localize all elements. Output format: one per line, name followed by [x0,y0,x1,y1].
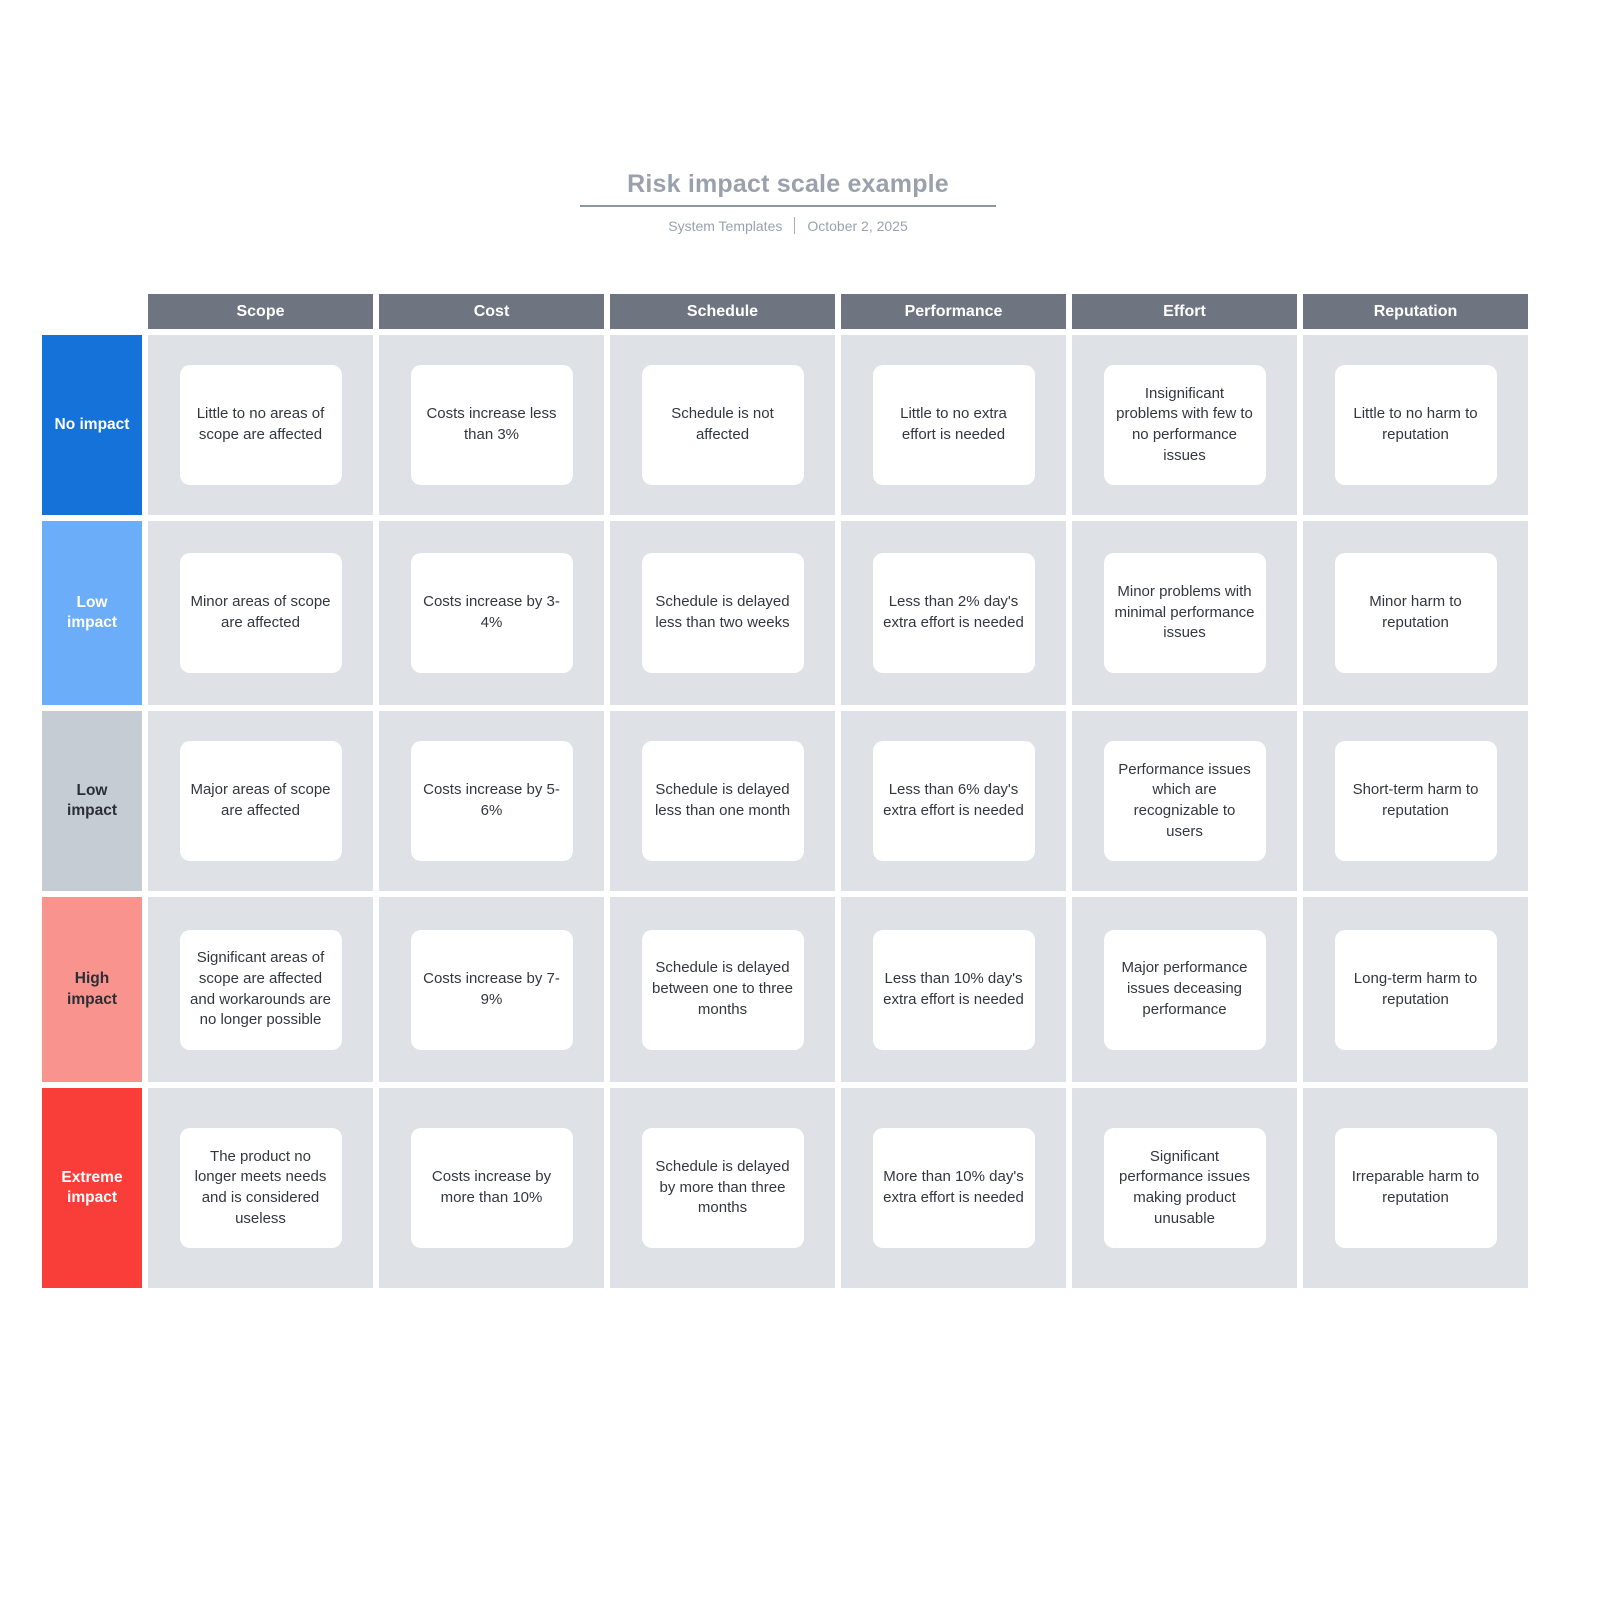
column-header-schedule: Schedule [610,294,835,329]
cell-card: Insignificant problems with few to no pe… [1103,365,1266,485]
cell-card: Irreparable harm to reputation [1334,1128,1497,1248]
row-header: Low impact [42,711,142,891]
table-cell: Insignificant problems with few to no pe… [1072,335,1297,515]
cell-card: Less than 6% day's extra effort is neede… [872,741,1035,861]
column-header-performance: Performance [841,294,1066,329]
cell-card: Schedule is not affected [641,365,804,485]
cell-card: More than 10% day's extra effort is need… [872,1128,1035,1248]
table-cell: The product no longer meets needs and is… [148,1088,373,1288]
table-cell: Short-term harm to reputation [1303,711,1528,891]
table-cell: Costs increase by 5-6% [379,711,604,891]
table-cell: Costs increase by more than 10% [379,1088,604,1288]
table-cell: Schedule is delayed by more than three m… [610,1088,835,1288]
table-cell: Little to no extra effort is needed [841,335,1066,515]
table-cell: Schedule is delayed less than two weeks [610,521,835,705]
cell-card: Costs increase by 3-4% [410,553,573,673]
cell-card: Schedule is delayed less than one month [641,741,804,861]
table-cell: Irreparable harm to reputation [1303,1088,1528,1288]
table-cell: Less than 6% day's extra effort is neede… [841,711,1066,891]
table-cell: Performance issues which are recognizabl… [1072,711,1297,891]
cell-card: Major performance issues deceasing perfo… [1103,929,1266,1050]
table-corner [42,294,142,329]
table-cell: Minor problems with minimal performance … [1072,521,1297,705]
table-cell: Little to no harm to reputation [1303,335,1528,515]
table-cell: Costs increase by 3-4% [379,521,604,705]
subtitle: System Templates October 2, 2025 [0,217,1576,234]
column-header-effort: Effort [1072,294,1297,329]
table-cell: Major performance issues deceasing perfo… [1072,897,1297,1082]
cell-card: Long-term harm to reputation [1334,929,1497,1050]
row-header: High impact [42,897,142,1082]
cell-card: The product no longer meets needs and is… [179,1128,342,1248]
cell-card: Costs increase less than 3% [410,365,573,485]
table-cell: Schedule is delayed between one to three… [610,897,835,1082]
canvas: Risk impact scale example System Templat… [0,0,1600,1288]
column-header-reputation: Reputation [1303,294,1528,329]
cell-card: Less than 2% day's extra effort is neede… [872,553,1035,673]
row-header: Low impact [42,521,142,705]
table-cell: Less than 2% day's extra effort is neede… [841,521,1066,705]
cell-card: Minor areas of scope are affected [179,553,342,673]
cell-card: Significant areas of scope are affected … [179,929,342,1050]
table-cell: Major areas of scope are affected [148,711,373,891]
row-header: Extreme impact [42,1088,142,1288]
table-cell: Significant performance issues making pr… [1072,1088,1297,1288]
cell-card: Costs increase by 5-6% [410,741,573,861]
column-header-cost: Cost [379,294,604,329]
cell-card: Schedule is delayed by more than three m… [641,1128,804,1248]
title-underline [580,205,996,207]
table-cell: Less than 10% day's extra effort is need… [841,897,1066,1082]
row-header: No impact [42,335,142,515]
cell-card: Minor harm to reputation [1334,553,1497,673]
subtitle-divider [794,217,796,234]
cell-card: Performance issues which are recognizabl… [1103,741,1266,861]
table-cell: More than 10% day's extra effort is need… [841,1088,1066,1288]
cell-card: Costs increase by more than 10% [410,1128,573,1248]
cell-card: Less than 10% day's extra effort is need… [872,929,1035,1050]
table-cell: Minor harm to reputation [1303,521,1528,705]
cell-card: Schedule is delayed less than two weeks [641,553,804,673]
table-cell: Costs increase less than 3% [379,335,604,515]
cell-card: Minor problems with minimal performance … [1103,553,1266,673]
cell-card: Little to no extra effort is needed [872,365,1035,485]
table-cell: Little to no areas of scope are affected [148,335,373,515]
table-cell: Schedule is delayed less than one month [610,711,835,891]
table-cell: Long-term harm to reputation [1303,897,1528,1082]
table-cell: Minor areas of scope are affected [148,521,373,705]
cell-card: Short-term harm to reputation [1334,741,1497,861]
table-cell: Schedule is not affected [610,335,835,515]
table-cell: Significant areas of scope are affected … [148,897,373,1082]
title-block: Risk impact scale example System Templat… [0,0,1576,234]
page-title: Risk impact scale example [627,170,949,198]
cell-card: Little to no harm to reputation [1334,365,1497,485]
table-cell: Costs increase by 7-9% [379,897,604,1082]
subtitle-date: October 2, 2025 [807,217,908,234]
subtitle-author: System Templates [668,217,783,234]
cell-card: Major areas of scope are affected [179,741,342,861]
cell-card: Significant performance issues making pr… [1103,1128,1266,1248]
column-header-scope: Scope [148,294,373,329]
cell-card: Little to no areas of scope are affected [179,365,342,485]
cell-card: Schedule is delayed between one to three… [641,929,804,1050]
cell-card: Costs increase by 7-9% [410,929,573,1050]
